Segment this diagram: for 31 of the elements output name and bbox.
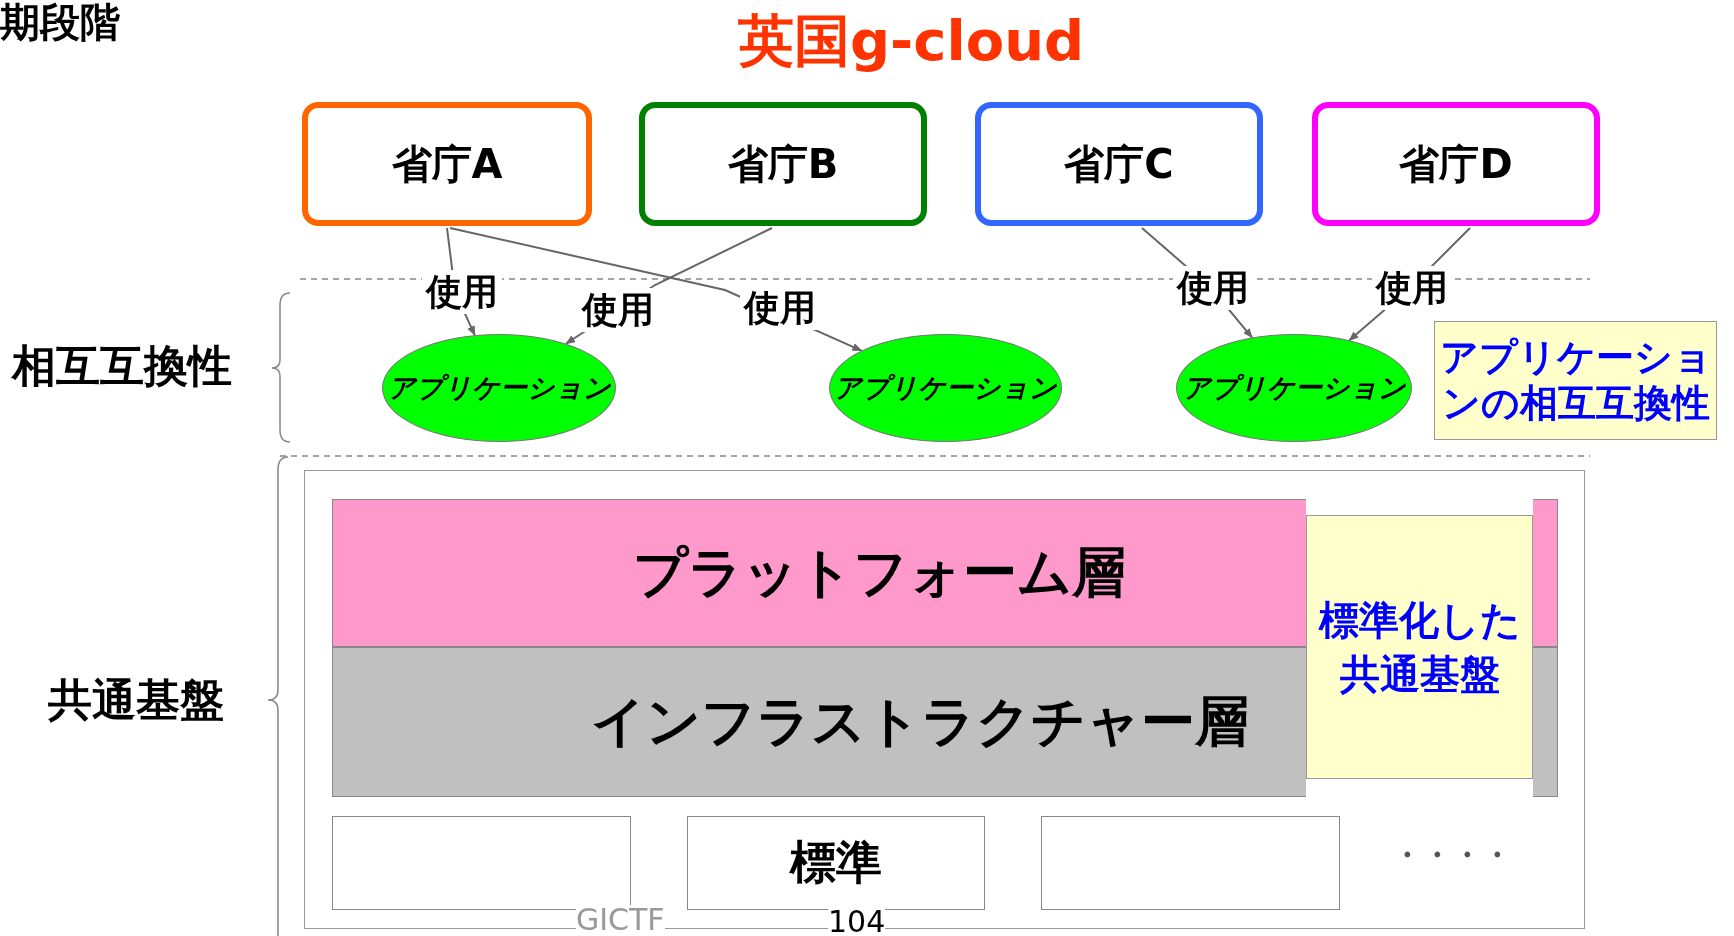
vendor-box [687, 816, 985, 910]
node-label: 省庁B [727, 139, 839, 189]
layer-band [332, 499, 1306, 647]
title: 英国g-cloud [738, 7, 1085, 75]
note-box [1306, 515, 1533, 779]
vendor-box [332, 816, 631, 910]
section-label: 共通基盤 [48, 676, 224, 725]
node-label: インフラストラクチャー層 [590, 688, 1249, 755]
agency-box [639, 102, 927, 226]
node-label: 標準 [790, 834, 882, 891]
section-label: 相互互換性 [12, 342, 232, 391]
agency-box [302, 102, 592, 226]
ellipsis: ・・・・ [1392, 838, 1512, 871]
node-label: 省庁A [391, 139, 503, 189]
node-label: アプリケーション [1182, 371, 1406, 405]
node-label: プラットフォーム層 [633, 539, 1126, 606]
node-label: アプリケーションの相互互換性 [1438, 334, 1713, 427]
agency-box [1312, 102, 1600, 226]
edge-label: 使用 [1372, 266, 1452, 310]
agency-box [975, 102, 1263, 226]
vendor-box [1041, 816, 1340, 910]
edge-label: 使用 [422, 270, 502, 314]
heading: 期段階 [0, 0, 120, 44]
node-label: 省庁D [1399, 139, 1513, 189]
node-label: アプリケーション [834, 371, 1057, 405]
node-label: 省庁C [1064, 139, 1174, 189]
node-label: 標準化した共通基盤 [1317, 596, 1522, 699]
node-label: アプリケーション [387, 371, 611, 405]
note-box [1434, 321, 1717, 440]
edge-label: 使用 [1173, 266, 1253, 310]
layer-band [332, 647, 1306, 797]
